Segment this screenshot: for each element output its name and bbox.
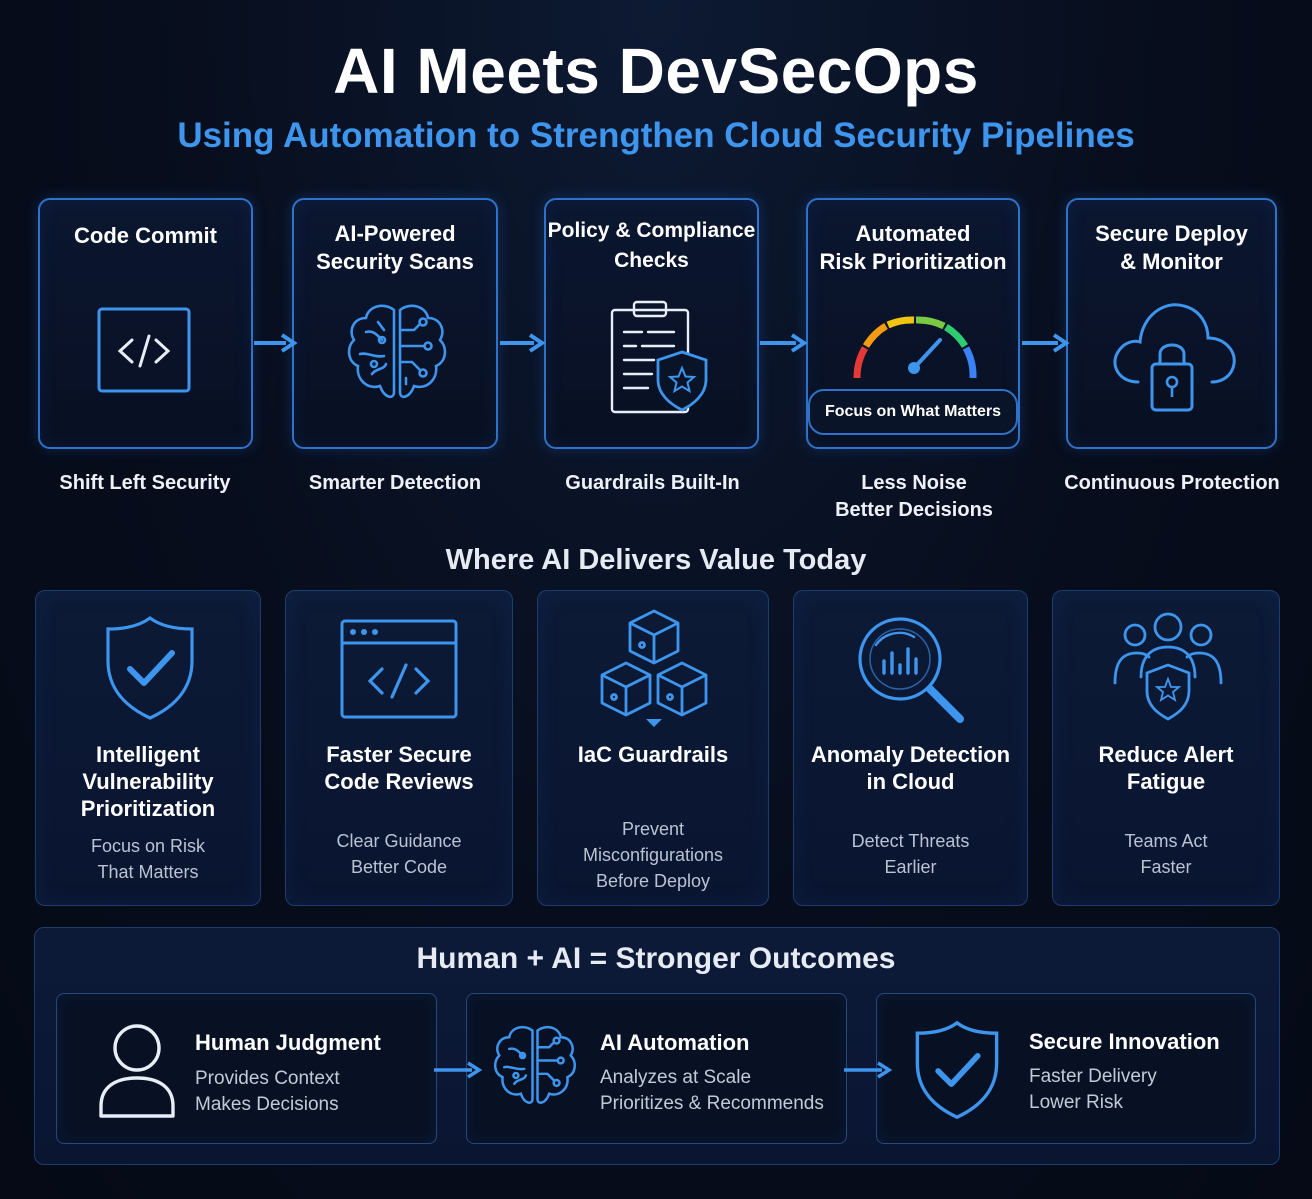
card-desc-line: Prevent bbox=[621, 819, 685, 839]
outcomes-heading: Human + AI = Stronger Outcomes bbox=[416, 942, 896, 975]
value-card: Intelligent Vulnerability Prioritization… bbox=[35, 590, 261, 906]
arrow-right-icon bbox=[1022, 333, 1070, 353]
outcome-title: Secure Innovation bbox=[1029, 1029, 1220, 1054]
brain-circuit-icon bbox=[494, 1025, 576, 1104]
outcome-line: Analyzes at Scale bbox=[600, 1067, 752, 1088]
stage-title-line: Security Scans bbox=[316, 249, 474, 274]
outcome-box-human: Human Judgment Provides Context Makes De… bbox=[56, 993, 437, 1144]
stage-title-line: Policy & Compliance bbox=[547, 219, 756, 242]
team-shield-icon bbox=[1113, 612, 1223, 721]
stage-caption: Less Noise Better Decisions bbox=[800, 470, 1028, 524]
value-section-heading: Where AI Delivers Value Today bbox=[445, 544, 867, 576]
stage-caption: Continuous Protection bbox=[1054, 470, 1290, 497]
caption-line: Shift Left Security bbox=[59, 472, 231, 494]
brain-circuit-icon bbox=[347, 304, 447, 399]
value-card: Faster Secure Code Reviews Clear Guidanc… bbox=[285, 590, 513, 906]
arrow-right-icon bbox=[844, 1061, 893, 1079]
stage-title-line: Checks bbox=[614, 249, 689, 272]
arrow-right-icon bbox=[500, 333, 546, 353]
card-desc-line: Detect Threats bbox=[851, 831, 970, 851]
card-title-line: Code Reviews bbox=[324, 769, 474, 794]
card-desc-line: Clear Guidance bbox=[336, 831, 462, 851]
outcome-line: Makes Decisions bbox=[195, 1094, 339, 1115]
person-icon bbox=[99, 1024, 175, 1118]
stage-code-commit: Code Commit bbox=[38, 198, 253, 449]
arrow-right-icon bbox=[254, 333, 298, 353]
card-title-line: Vulnerability bbox=[82, 769, 214, 794]
clipboard-shield-icon bbox=[610, 300, 708, 414]
card-title-line: Anomaly Detection bbox=[810, 742, 1011, 767]
value-card: Reduce Alert Fatigue Teams Act Faster bbox=[1052, 590, 1280, 906]
card-title-line: Faster Secure bbox=[326, 742, 472, 767]
cloud-lock-icon bbox=[1113, 303, 1236, 412]
card-desc-line: Focus on Risk bbox=[90, 836, 206, 856]
gauge-icon bbox=[853, 316, 977, 379]
stage-ai-scans: AI-Powered Security Scans bbox=[292, 198, 498, 449]
code-window-icon bbox=[340, 619, 458, 719]
card-title-line: Intelligent bbox=[96, 742, 200, 767]
card-desc-line: Better Code bbox=[350, 857, 448, 877]
card-desc-line: Earlier bbox=[884, 857, 937, 877]
value-card: IaC Guardrails Prevent Misconfigurations… bbox=[537, 590, 769, 906]
outcome-box-ai: AI Automation Analyzes at Scale Prioriti… bbox=[466, 993, 847, 1144]
page-subtitle: Using Automation to Strengthen Cloud Sec… bbox=[177, 116, 1135, 155]
stage-caption: Shift Left Security bbox=[30, 470, 260, 497]
card-desc-line: Faster bbox=[1140, 857, 1192, 877]
cubes-icon bbox=[600, 609, 708, 727]
stage-title-line: & Monitor bbox=[1120, 249, 1223, 274]
outcome-line: Provides Context bbox=[195, 1068, 340, 1089]
stage-caption: Guardrails Built-In bbox=[540, 470, 765, 497]
outcome-line: Faster Delivery bbox=[1029, 1066, 1157, 1087]
card-title-line: Reduce Alert bbox=[1098, 742, 1234, 767]
card-desc-line: Before Deploy bbox=[595, 871, 711, 891]
outcome-line: Prioritizes & Recommends bbox=[600, 1093, 824, 1114]
card-desc-line: Misconfigurations bbox=[582, 845, 724, 865]
stage-title-line: Automated bbox=[855, 221, 971, 246]
value-card: Anomaly Detection in Cloud Detect Threat… bbox=[793, 590, 1028, 906]
outcome-box-secure: Secure Innovation Faster Delivery Lower … bbox=[876, 993, 1256, 1144]
outcome-title: AI Automation bbox=[600, 1030, 750, 1055]
stage-caption: Smarter Detection bbox=[285, 470, 505, 497]
page-title: AI Meets DevSecOps bbox=[333, 35, 979, 107]
outcome-title: Human Judgment bbox=[195, 1030, 381, 1055]
caption-line: Continuous Protection bbox=[1064, 472, 1280, 494]
shield-check-icon bbox=[106, 616, 194, 720]
card-desc-line: Teams Act bbox=[1124, 831, 1208, 851]
stage-title-line: Code Commit bbox=[74, 223, 217, 248]
code-icon bbox=[97, 307, 191, 393]
caption-line: Less Noise bbox=[861, 472, 967, 494]
arrow-right-icon bbox=[434, 1061, 483, 1079]
stage-policy-checks: Policy & Compliance Checks bbox=[544, 198, 759, 449]
focus-badge: Focus on What Matters bbox=[808, 389, 1018, 435]
stage-title-line: Secure Deploy bbox=[1095, 221, 1248, 246]
shield-check-icon bbox=[915, 1020, 999, 1120]
card-desc-line: That Matters bbox=[97, 862, 199, 882]
card-title-line: in Cloud bbox=[866, 769, 955, 794]
stage-secure-deploy: Secure Deploy & Monitor bbox=[1066, 198, 1277, 449]
stage-title-line: AI-Powered bbox=[334, 221, 456, 246]
arrow-right-icon bbox=[760, 333, 808, 353]
card-title-line: Prioritization bbox=[80, 796, 216, 821]
caption-line: Guardrails Built-In bbox=[565, 472, 740, 494]
magnifier-chart-icon bbox=[858, 617, 964, 723]
card-title-line: IaC Guardrails bbox=[577, 742, 729, 767]
outcome-line: Lower Risk bbox=[1029, 1092, 1123, 1113]
card-title-line: Fatigue bbox=[1126, 769, 1206, 794]
stage-title-line: Risk Prioritization bbox=[819, 249, 1007, 274]
caption-line: Better Decisions bbox=[835, 499, 993, 521]
caption-line: Smarter Detection bbox=[308, 472, 482, 494]
